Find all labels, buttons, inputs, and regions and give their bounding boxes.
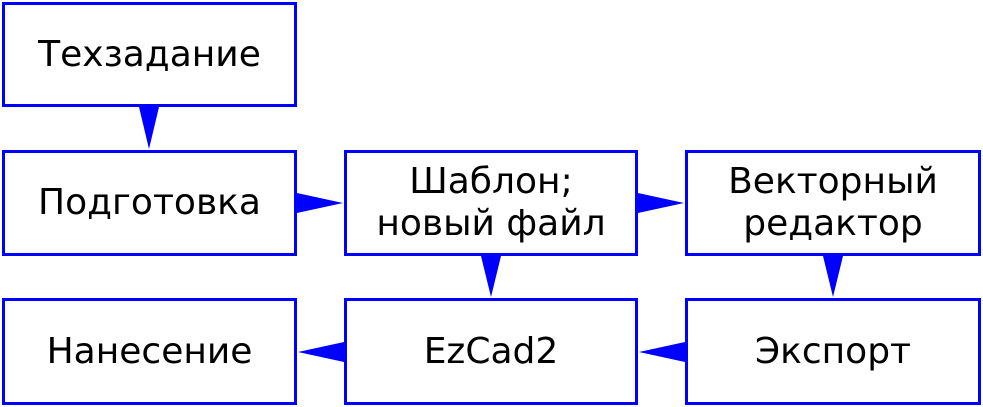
- node-template: Шаблон; новый файл: [344, 150, 638, 256]
- node-spec-label: Техзадание: [38, 33, 261, 75]
- node-vector-label: Векторный редактор: [728, 161, 938, 244]
- node-prep: Подготовка: [2, 150, 297, 256]
- arrow-ezcad-to-apply: [298, 342, 344, 362]
- node-ezcad-label: EzCad2: [423, 330, 559, 372]
- node-spec: Техзадание: [2, 2, 297, 107]
- arrow-spec-to-prep: [139, 107, 159, 149]
- node-export-label: Экспорт: [754, 330, 912, 372]
- arrow-prep-to-template: [297, 193, 343, 213]
- arrow-template-to-ezcad: [481, 256, 501, 297]
- node-apply-label: Нанесение: [46, 330, 253, 372]
- node-ezcad: EzCad2: [344, 298, 638, 405]
- node-apply: Нанесение: [2, 298, 297, 405]
- arrow-export-to-ezcad: [639, 342, 685, 362]
- arrow-template-to-vector: [638, 193, 684, 213]
- node-vector: Векторный редактор: [685, 150, 981, 256]
- node-template-label: Шаблон; новый файл: [376, 161, 606, 244]
- node-export: Экспорт: [685, 298, 981, 405]
- node-prep-label: Подготовка: [38, 182, 261, 223]
- arrow-vector-to-export: [823, 256, 843, 297]
